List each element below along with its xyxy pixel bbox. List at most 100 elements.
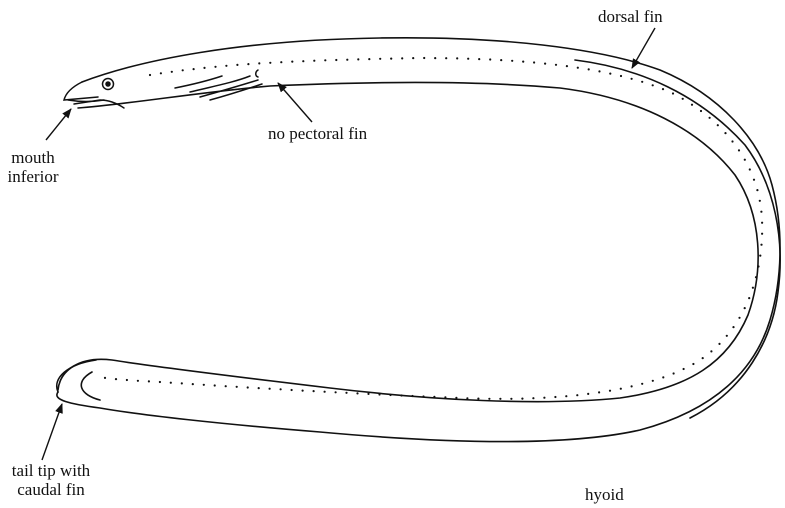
- lateral-line-dot: [692, 363, 694, 365]
- lateral-line-dot: [478, 58, 480, 60]
- lateral-line-dot: [379, 58, 381, 60]
- lateral-line-dot: [258, 62, 260, 64]
- lateral-line-dot: [760, 211, 762, 213]
- lateral-line-dot: [214, 66, 216, 68]
- lateral-line-dot: [738, 149, 740, 151]
- lateral-line-dot: [280, 61, 282, 63]
- lateral-line-dot: [489, 58, 491, 60]
- lateral-line-dot: [761, 222, 763, 224]
- lateral-line-dot: [302, 390, 304, 392]
- lateral-line-dot: [757, 265, 759, 267]
- lateral-line-dot: [566, 65, 568, 67]
- lateral-line-dot: [753, 179, 755, 181]
- lateral-line-dot: [609, 390, 611, 392]
- dorsal-fin: [575, 60, 780, 418]
- lateral-line-dot: [455, 397, 457, 399]
- lateral-line-dot: [203, 384, 205, 386]
- eel-body: [57, 38, 780, 442]
- lateral-line-dot: [280, 388, 282, 390]
- lateral-line-dot: [702, 357, 704, 359]
- lateral-line-dot: [662, 88, 664, 90]
- lateral-line-dot: [587, 393, 589, 395]
- lateral-line-dot: [744, 159, 746, 161]
- lateral-line-dot: [631, 385, 633, 387]
- lateral-line-dot: [346, 59, 348, 61]
- lateral-line-dot: [555, 64, 557, 66]
- lateral-line-dot: [291, 389, 293, 391]
- lateral-line-dot: [673, 372, 675, 374]
- lateral-line-dot: [192, 383, 194, 385]
- lateral-line-dot: [522, 61, 524, 63]
- lateral-line-dot: [335, 59, 337, 61]
- lateral-line-dot: [683, 368, 685, 370]
- lateral-line-dot: [652, 380, 654, 382]
- lateral-line: [104, 57, 763, 400]
- lateral-line-dot: [258, 387, 260, 389]
- lateral-line-dot: [662, 376, 664, 378]
- lateral-line-dot: [444, 396, 446, 398]
- lateral-line-dot: [717, 124, 719, 126]
- eye-pupil: [106, 82, 110, 86]
- lateral-line-dot: [137, 380, 139, 382]
- lateral-line-dot: [544, 63, 546, 65]
- mouth-label-line2: inferior: [0, 167, 66, 186]
- lateral-line-dot: [760, 244, 762, 246]
- lateral-line-dot: [744, 307, 746, 309]
- lateral-line-dot: [631, 78, 633, 80]
- lateral-line-dot: [477, 398, 479, 400]
- lateral-line-dot: [400, 394, 402, 396]
- pectoral-mark: [256, 70, 258, 77]
- lateral-line-dot: [521, 398, 523, 400]
- lateral-line-dot: [356, 392, 358, 394]
- lateral-line-dot: [748, 297, 750, 299]
- lateral-line-dot: [412, 57, 414, 59]
- lateral-line-dot: [620, 75, 622, 77]
- lateral-line-dot: [148, 380, 150, 382]
- gill-lines: [175, 76, 262, 100]
- lateral-line-dot: [488, 398, 490, 400]
- lateral-line-dot: [247, 386, 249, 388]
- upper-jaw: [64, 82, 98, 100]
- lateral-line-dot: [738, 317, 740, 319]
- lateral-line-dot: [159, 381, 161, 383]
- tail-inner-line: [81, 372, 100, 400]
- lateral-line-dot: [576, 394, 578, 396]
- lateral-line-dot: [652, 84, 654, 86]
- lateral-line-dot: [588, 68, 590, 70]
- lateral-line-dot: [302, 60, 304, 62]
- lateral-line-dot: [759, 255, 761, 257]
- eel-head: [64, 70, 262, 108]
- lateral-line-dot: [672, 92, 674, 94]
- lateral-line-dot: [609, 73, 611, 75]
- mouth-line: [68, 100, 104, 102]
- lateral-line-dot: [335, 391, 337, 393]
- lateral-line-dot: [724, 132, 726, 134]
- lateral-line-dot: [598, 391, 600, 393]
- lateral-line-dot: [577, 67, 579, 69]
- lateral-line-dot: [247, 63, 249, 65]
- lateral-line-dot: [718, 343, 720, 345]
- lateral-line-dot: [401, 57, 403, 59]
- lateral-line-dot: [756, 189, 758, 191]
- mouth-inferior-label: mouth inferior: [0, 148, 66, 186]
- lateral-line-dot: [126, 379, 128, 381]
- lateral-line-dot: [357, 58, 359, 60]
- lateral-line-dot: [149, 74, 151, 76]
- lateral-line-dot: [500, 59, 502, 61]
- lateral-line-dot: [203, 67, 205, 69]
- lateral-line-dot: [367, 393, 369, 395]
- lateral-line-dot: [710, 350, 712, 352]
- lateral-line-dot: [761, 233, 763, 235]
- lateral-line-dot: [378, 393, 380, 395]
- lateral-line-dot: [511, 60, 513, 62]
- lateral-line-dot: [214, 384, 216, 386]
- lateral-line-dot: [225, 385, 227, 387]
- lateral-line-dot: [641, 81, 643, 83]
- mouth-arrow: [46, 109, 71, 140]
- lateral-line-dot: [466, 397, 468, 399]
- lateral-line-dot: [389, 394, 391, 396]
- lateral-line-dot: [269, 388, 271, 390]
- hyoid-label: hyoid: [585, 485, 624, 504]
- lateral-line-dot: [499, 398, 501, 400]
- lateral-line-dot: [641, 383, 643, 385]
